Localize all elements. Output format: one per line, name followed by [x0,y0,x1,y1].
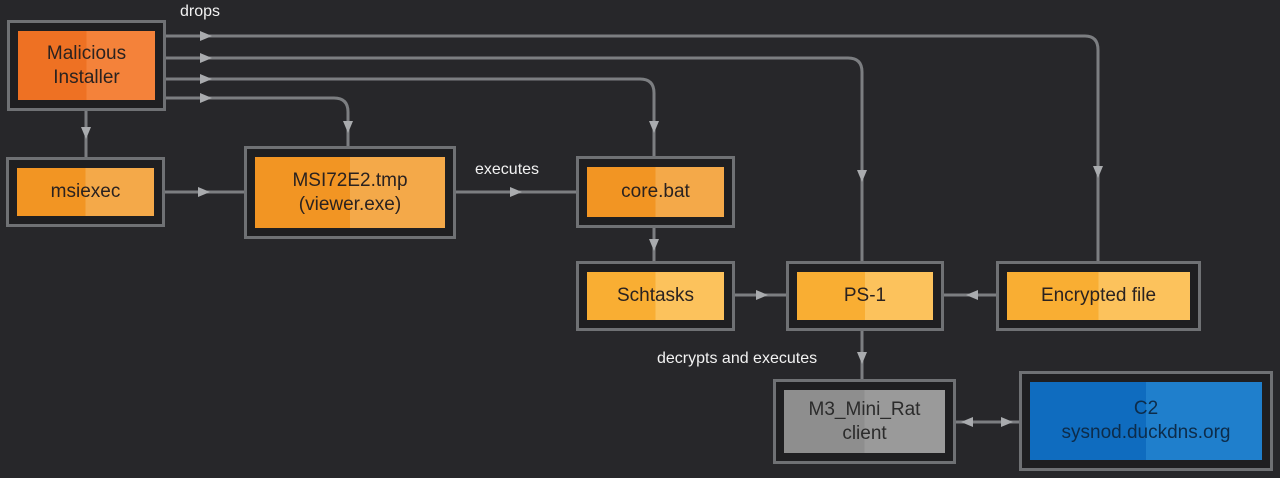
arrow-head [343,121,353,133]
node-fill: M3_Mini_Rat client [784,390,945,453]
node-label: Encrypted file [1040,285,1157,306]
node-label: core.bat [621,181,690,202]
node-label: MSI72E2.tmp [292,169,408,191]
node-ps1[interactable]: PS-1 [786,261,944,331]
arrow-head [649,239,659,251]
node-encrypted-file[interactable]: Encrypted file [996,261,1201,331]
arrow-head [756,290,768,300]
node-label: Schtasks [616,285,695,306]
node-core-bat[interactable]: core.bat [576,156,735,228]
node-label: C2 [1133,398,1159,419]
arrow-head [510,187,522,197]
node-m3-mini-rat[interactable]: M3_Mini_Rat client [773,379,956,464]
node-fill: msiexec [17,168,154,216]
arrow-head [966,290,978,300]
node-schtasks[interactable]: Schtasks [576,261,735,331]
node-label: Installer [53,66,120,88]
node-malicious-installer[interactable]: Malicious Installer [7,20,166,111]
node-fill: Malicious Installer [18,31,155,100]
node-c2-server[interactable]: C2 sysnod.duckdns.org [1019,371,1273,471]
node-label: (viewer.exe) [298,193,402,215]
edge-label-executes: executes [475,161,540,178]
edge-drops-msitmp [165,96,350,146]
node-fill: C2 sysnod.duckdns.org [1030,382,1262,460]
node-label: sysnod.duckdns.org [1061,422,1231,443]
arrow-head [961,417,973,427]
node-label: client [842,422,887,444]
node-label: PS-1 [843,285,887,306]
arrow-head [1093,166,1103,178]
node-msiexec[interactable]: msiexec [6,157,165,227]
arrow-head [198,187,210,197]
arrow-head [200,74,212,84]
edge-drops-corebat [165,77,656,156]
node-fill: Encrypted file [1007,272,1190,320]
node-fill: core.bat [587,167,724,217]
arrow-head [200,53,212,63]
arrow-head [857,352,867,364]
node-fill: Schtasks [587,272,724,320]
edge-label-drops: drops [180,3,221,20]
node-label: M3_Mini_Rat [808,398,921,420]
node-fill: MSI72E2.tmp (viewer.exe) [255,157,445,228]
arrow-head [857,170,867,182]
node-fill: PS-1 [797,272,933,320]
arrow-head [200,93,212,103]
node-msi72e2-tmp[interactable]: MSI72E2.tmp (viewer.exe) [244,146,456,239]
node-label: msiexec [50,181,121,202]
node-label: Malicious [46,42,127,64]
arrow-head [1001,417,1013,427]
edge-drops-ps1 [165,56,864,262]
arrow-head [649,121,659,133]
arrow-head [200,31,212,41]
edge-drops-encrypted [165,34,1100,262]
arrow-head [81,127,91,139]
edge-label-decrypts: decrypts and executes [657,350,818,367]
